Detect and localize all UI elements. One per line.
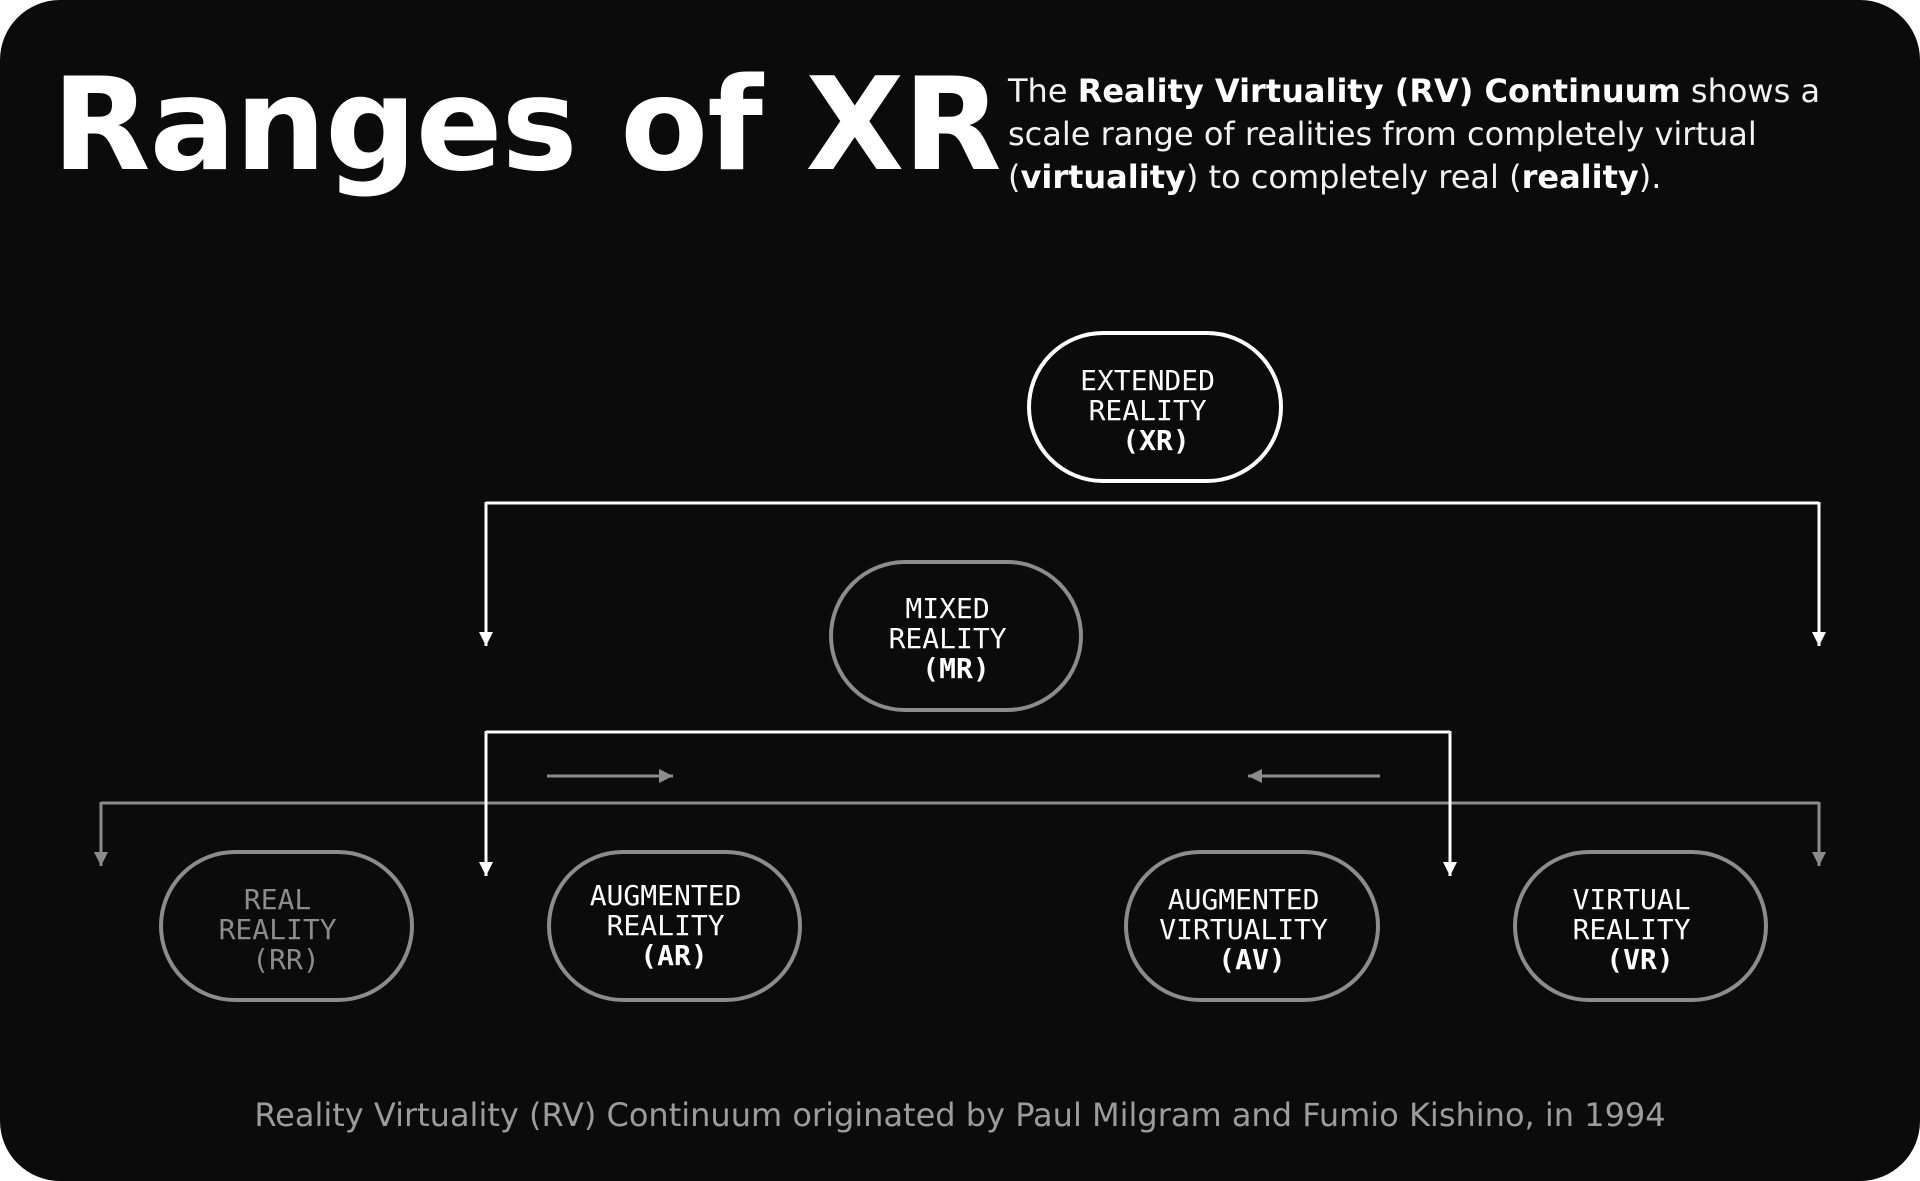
- pill-outline: [829, 560, 1083, 712]
- node-acronym: (XR): [1122, 424, 1189, 457]
- node-acronym: (AV): [1218, 943, 1285, 976]
- pill-outline: [547, 850, 802, 1002]
- pill-outline: [1027, 331, 1283, 483]
- node-label-line: REALITY: [1089, 394, 1207, 427]
- intro-emphasis-virtuality: virtuality: [1020, 158, 1186, 196]
- intro-emphasis-rv-continuum: Reality Virtuality (RV) Continuum: [1077, 72, 1681, 110]
- svg-text:MIXED REALITY: MIXED REALITY (MR): [889, 592, 1024, 685]
- node-label-line: REALITY: [607, 909, 725, 942]
- mr-bracket: [479, 730, 1457, 876]
- pill-outline: [159, 850, 414, 1002]
- node-label-line: MIXED: [905, 592, 989, 625]
- node-extended-reality: EXTENDED REALITY (XR): [1027, 331, 1283, 483]
- intro-text: The: [1008, 72, 1078, 110]
- node-label-line: REAL: [244, 883, 311, 916]
- node-label-line: REALITY: [1573, 913, 1691, 946]
- node-acronym: (VR): [1606, 943, 1673, 976]
- node-mixed-reality: MIXED REALITY (MR): [829, 560, 1083, 712]
- node-augmented-reality: AUGMENTED REALITY (AR): [547, 850, 802, 1002]
- intro-text: ).: [1638, 158, 1662, 196]
- node-virtual-reality: VIRTUAL REALITY (VR): [1513, 850, 1768, 1002]
- node-label-line: VIRTUAL: [1573, 883, 1691, 916]
- pill-outline: [1124, 850, 1380, 1002]
- svg-text:EXTENDED REALITY: EXTENDED REALITY (XR): [1080, 364, 1232, 457]
- node-label-line: REALITY: [219, 913, 337, 946]
- svg-text:REAL REALITY (: REAL REALITY (RR): [219, 883, 354, 976]
- source-caption: Reality Virtuality (RV) Continuum origin…: [254, 1096, 1666, 1134]
- node-label-line: AUGMENTED: [590, 879, 742, 912]
- page-title: Ranges of XR: [52, 51, 1002, 200]
- svg-text:AUGMENTED REALITY: AUGMENTED REALITY (AR): [590, 879, 759, 972]
- node-label-line: EXTENDED: [1080, 364, 1215, 397]
- node-acronym: (MR): [922, 652, 989, 685]
- node-augmented-virtuality: AUGMENTED VIRTUALITY (AV): [1124, 850, 1380, 1002]
- intro-paragraph: The Reality Virtuality (RV) Continuum sh…: [1008, 70, 1888, 199]
- node-label-line: AUGMENTED: [1168, 883, 1320, 916]
- node-real-reality: REAL REALITY (RR): [159, 850, 414, 1002]
- node-acronym: (AR): [640, 939, 707, 972]
- intro-text: shows a scale range of realities from co…: [1008, 72, 1821, 196]
- continuum-bracket-rr-vr: [94, 801, 1826, 866]
- node-label-line: VIRTUALITY: [1159, 913, 1328, 946]
- xr-bracket: [479, 501, 1826, 646]
- node-acronym: (RR): [252, 943, 319, 976]
- svg-text:VIRTUAL REALITY: VIRTUAL REALITY (VR): [1573, 883, 1708, 976]
- node-label-line: REALITY: [889, 622, 1007, 655]
- pill-outline: [1513, 850, 1768, 1002]
- svg-text:AUGMENTED VIRTUALITY: AUGMENTED VIRTUALITY (AV): [1159, 883, 1344, 976]
- intro-emphasis-reality: reality: [1521, 158, 1639, 196]
- intro-text: ) to completely real (: [1185, 158, 1522, 196]
